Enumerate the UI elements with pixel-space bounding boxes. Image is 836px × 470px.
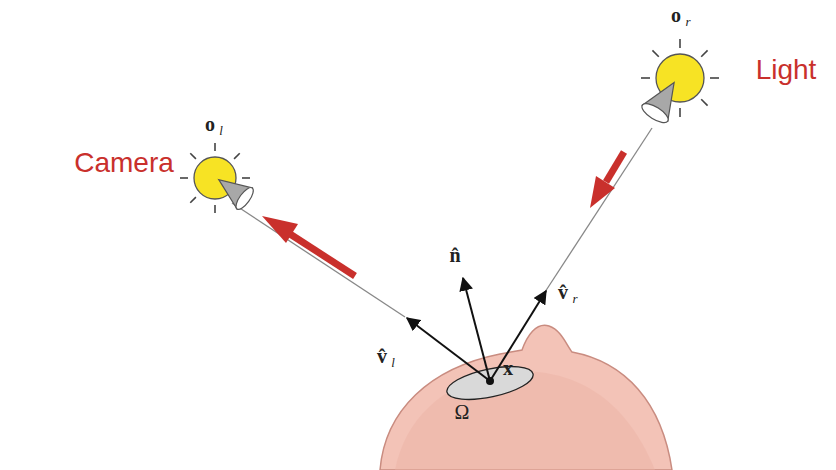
red-arrow-shaft [290,234,355,276]
ray [242,177,250,179]
ray [180,177,188,179]
surface-point [486,377,494,385]
red-arrow-shaft [606,152,624,182]
origin-label: o [205,114,215,134]
vector-label: v̂ [558,282,568,302]
region-label: Ω [455,402,470,422]
ray [214,143,216,151]
origin-label: o [671,5,681,25]
subscript: r [685,15,690,28]
ray [679,39,681,48]
ray [214,205,216,213]
head [380,325,672,470]
vector-label: n̂ [449,245,460,265]
light-vector [490,291,546,381]
ray [710,77,719,79]
light-cone [639,75,687,127]
vector-label: v̂ [377,346,387,366]
ray [190,153,196,159]
ray [190,197,196,203]
view-ray [232,203,405,317]
subscript: l [219,124,223,137]
ray [641,77,650,79]
red-arrow-head [590,176,615,208]
red-arrow-head [262,216,298,243]
ray [701,99,707,105]
point-label: x [503,358,513,378]
light-label: Light [756,56,817,84]
camera-cone [211,169,256,212]
head-shade [395,371,655,470]
ray [701,50,707,56]
light-ray [545,128,652,292]
view-vector [407,318,490,381]
subscript: r [572,292,577,305]
ray [679,108,681,117]
ray [234,153,240,159]
subscript: l [391,356,395,369]
normal-vector [463,278,490,381]
surface-patch [444,360,536,406]
ray [652,50,658,56]
camera-label: Camera [74,149,174,177]
